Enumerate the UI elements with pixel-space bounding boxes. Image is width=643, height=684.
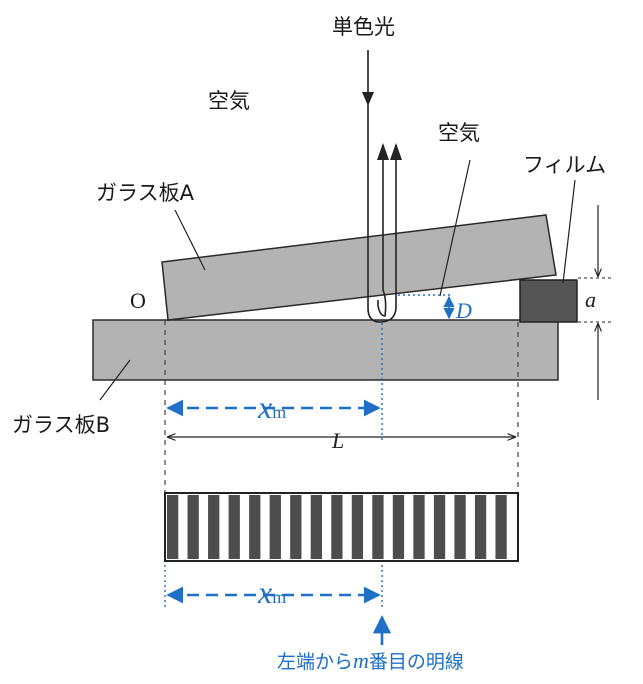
air-gap-label: 空気 <box>438 121 480 145</box>
reflected-light-path-2 <box>377 145 387 317</box>
reflected-arrow-icon-1 <box>377 143 389 160</box>
dark-fringe-band <box>392 495 405 559</box>
dark-fringe-band <box>167 495 179 559</box>
dark-fringe-band <box>351 495 364 559</box>
fringe-caption: 左端からm番目の明線 <box>277 648 464 673</box>
glass-a-leader-line <box>174 209 206 271</box>
glass-plate-a <box>161 214 557 321</box>
dark-fringe-band <box>187 495 199 559</box>
d-label: D <box>455 298 472 323</box>
incident-light-arrow-icon <box>362 92 374 106</box>
dark-fringe-band <box>310 495 322 559</box>
dark-fringe-band <box>228 495 240 559</box>
origin-label: O <box>130 288 146 313</box>
glass-b-leader-line <box>99 359 131 401</box>
glass-a-label: ガラス板A <box>96 181 195 205</box>
dark-fringe-band <box>208 495 220 559</box>
dark-fringe-band <box>474 495 487 559</box>
glass-plate-b <box>92 319 559 381</box>
dark-fringe-band <box>413 495 425 559</box>
dark-fringe-band <box>454 495 466 559</box>
a-label: a <box>585 287 596 312</box>
dark-fringe-band <box>372 495 384 559</box>
dark-fringe-band <box>290 495 302 559</box>
light-label: 単色光 <box>332 15 395 39</box>
reflected-arrow-icon-2 <box>390 143 402 160</box>
film-label: フィルム <box>523 153 606 177</box>
dark-fringe-band <box>331 495 343 559</box>
air-gap-leader-line <box>439 159 471 297</box>
fringe-bands <box>167 495 507 559</box>
film-leader-line <box>562 179 576 284</box>
xm-label-top: xm <box>257 389 286 425</box>
l-label: L <box>331 428 344 453</box>
dark-fringe-band <box>433 495 446 559</box>
glass-b-label: ガラス板B <box>12 413 110 437</box>
xm-label-bottom: xm <box>257 574 286 610</box>
film-spacer <box>519 279 578 323</box>
air-outer-label: 空気 <box>208 89 250 113</box>
dark-fringe-band <box>249 495 261 559</box>
reflected-light-path <box>367 145 397 323</box>
dark-fringe-band <box>495 495 507 559</box>
dark-fringe-band <box>269 495 281 559</box>
